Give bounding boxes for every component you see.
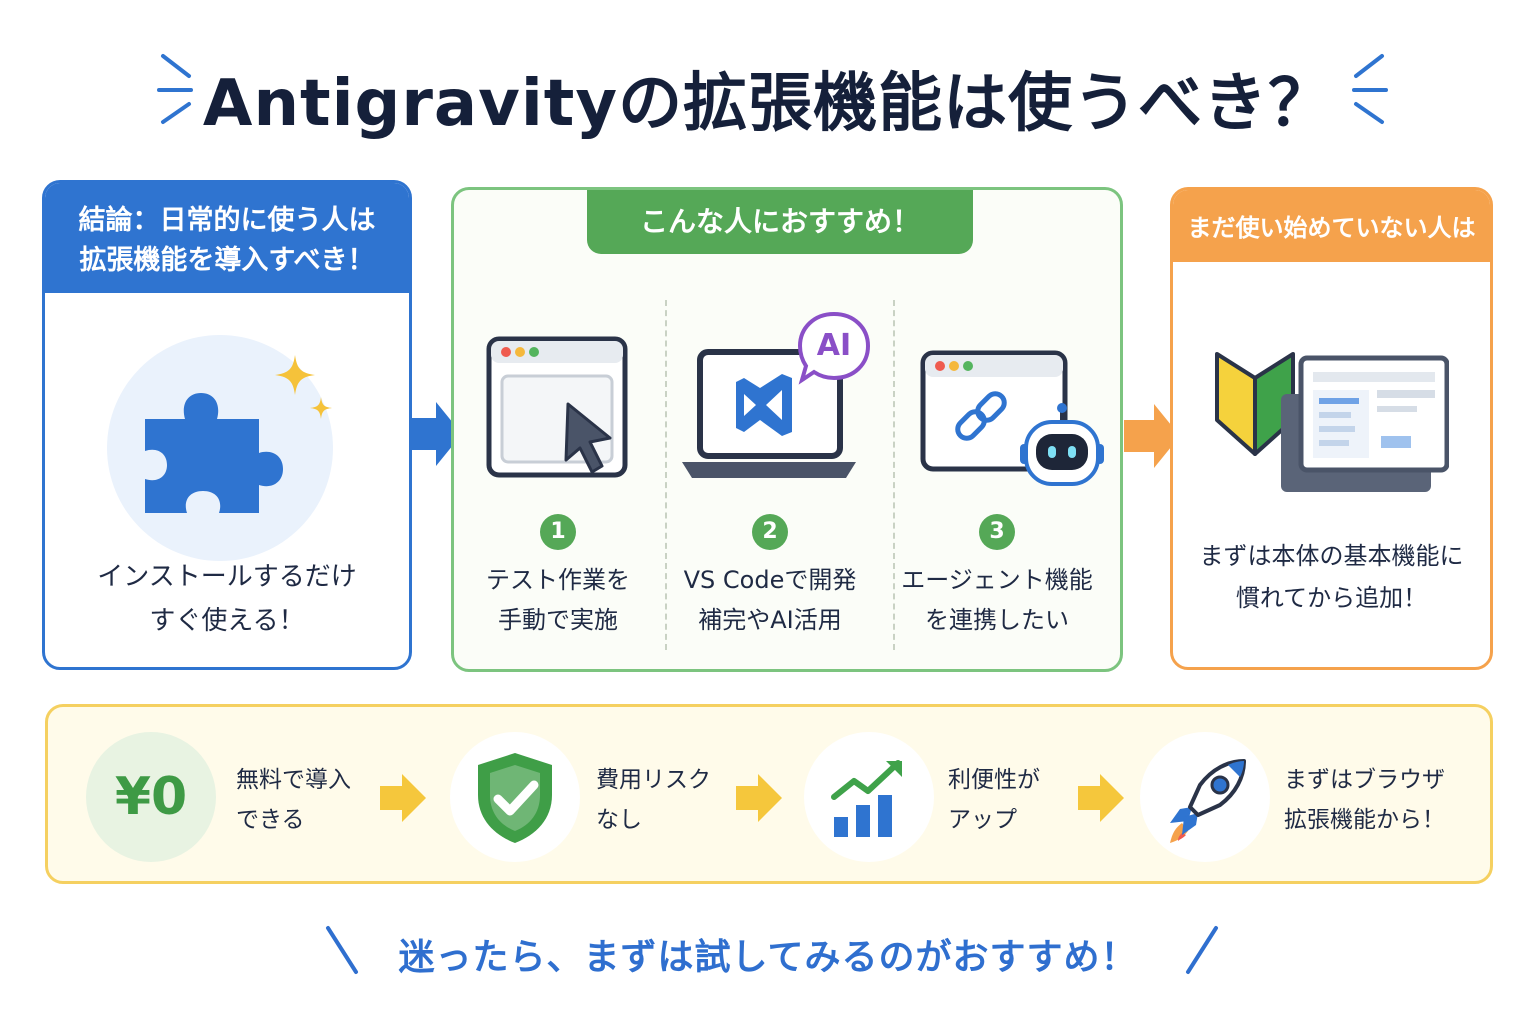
- arrow-right-blue-icon: [410, 402, 462, 466]
- growth-chart-icon: [831, 760, 902, 837]
- beginner-caption: まずは本体の基本機能に 慣れてから追加！: [1173, 535, 1490, 619]
- item-number-badge: 1: [540, 514, 576, 550]
- beginner-card: まだ使い始めていない人は まずは本体の基本機能に 慣れてから追加！: [1170, 187, 1493, 670]
- conclusion-caption-line2: すぐ使える！: [149, 606, 305, 636]
- beginner-caption-line1: まずは本体の基本機能に: [1199, 542, 1464, 570]
- item-number-badge: 3: [979, 514, 1015, 550]
- benefit-line1: 利便性が: [948, 767, 1040, 793]
- shield-check-icon: [478, 753, 552, 843]
- conclusion-header-line1: 結論：日常的に使う人は: [78, 205, 376, 236]
- arrow-right-orange-icon: [1124, 404, 1180, 468]
- recommend-card: こんな人におすすめ！ 1 テスト作業を 手動で実施 AI 2 VS Codeで開…: [451, 187, 1123, 672]
- ai-badge-label: AI: [816, 328, 852, 363]
- recommend-item-1: テスト作業を 手動で実施: [458, 560, 658, 640]
- yen-icon: ¥0: [86, 732, 216, 862]
- conclusion-header: 結論：日常的に使う人は 拡張機能を導入すべき！: [45, 183, 409, 293]
- benefit-line1: まずはブラウザ: [1284, 767, 1445, 793]
- beginner-caption-line2: 慣れてから追加！: [1235, 584, 1428, 612]
- recommend-item-line2: を連携したい: [925, 606, 1069, 634]
- title-spark-left-icon: [157, 54, 193, 124]
- page-title: Antigravityの拡張機能は使うべき？: [202, 67, 1334, 141]
- recommend-item-line1: VS Codeで開発: [683, 566, 857, 594]
- item-number-badge: 2: [752, 514, 788, 550]
- footer-slash-left-icon: [326, 926, 358, 974]
- recommend-tab: こんな人におすすめ！: [587, 190, 973, 254]
- conclusion-caption-line1: インストールするだけ: [97, 562, 357, 592]
- conclusion-header-line2: 拡張機能を導入すべき！: [79, 245, 375, 276]
- sparkle-icon: [275, 355, 332, 419]
- rocket-icon: [1170, 759, 1246, 843]
- benefits-strip: ¥0 無料で導入 できる 費用リスク なし 利便性が アップ: [45, 704, 1493, 884]
- benefit-line1: 費用リスク: [596, 767, 711, 793]
- benefit-line2: できる: [236, 807, 305, 833]
- app-window-icon: [1281, 355, 1449, 492]
- column-separator: [665, 300, 667, 650]
- recommend-item-3: エージェント機能 を連携したい: [897, 560, 1097, 640]
- beginner-mark-icon: [1215, 352, 1295, 456]
- recommend-item-line2: 手動で実施: [498, 606, 618, 634]
- benefit-step-2: 費用リスク なし: [596, 760, 711, 840]
- arrow-right-yellow-icon: [1078, 774, 1124, 822]
- conclusion-caption: インストールするだけ すぐ使える！: [45, 555, 409, 643]
- arrow-right-yellow-icon: [736, 774, 782, 822]
- benefit-line2: 拡張機能から！: [1284, 807, 1445, 833]
- recommend-item-line1: テスト作業を: [486, 566, 630, 594]
- beginner-header: まだ使い始めていない人は: [1173, 190, 1490, 262]
- robot-icon: [1020, 403, 1104, 486]
- benefit-step-3: 利便性が アップ: [948, 760, 1040, 840]
- conclusion-card: 結論：日常的に使う人は 拡張機能を導入すべき！ インストールするだけ すぐ使える…: [42, 180, 412, 670]
- footer-message: 迷ったら、まずは試してみるのがおすすめ！: [398, 937, 1138, 978]
- benefit-step-4: まずはブラウザ 拡張機能から！: [1284, 760, 1445, 840]
- recommend-item-line2: 補完やAI活用: [698, 606, 842, 634]
- arrow-right-yellow-icon: [380, 774, 426, 822]
- recommend-item-2: VS Codeで開発 補完やAI活用: [670, 560, 870, 640]
- puzzle-piece-icon: [145, 393, 283, 513]
- browser-cursor-icon: [486, 336, 628, 478]
- title-spark-right-icon: [1352, 54, 1388, 124]
- footer-slash-right-icon: [1186, 926, 1218, 974]
- benefit-line1: 無料で導入: [236, 767, 351, 793]
- chart-backdrop: [804, 732, 934, 862]
- benefit-step-1: 無料で導入 できる: [236, 760, 351, 840]
- column-separator: [893, 300, 895, 650]
- benefit-line2: なし: [596, 807, 642, 833]
- ai-chat-bubble-icon: [797, 311, 871, 385]
- recommend-item-line1: エージェント機能: [901, 566, 1093, 594]
- benefit-line2: アップ: [948, 807, 1017, 833]
